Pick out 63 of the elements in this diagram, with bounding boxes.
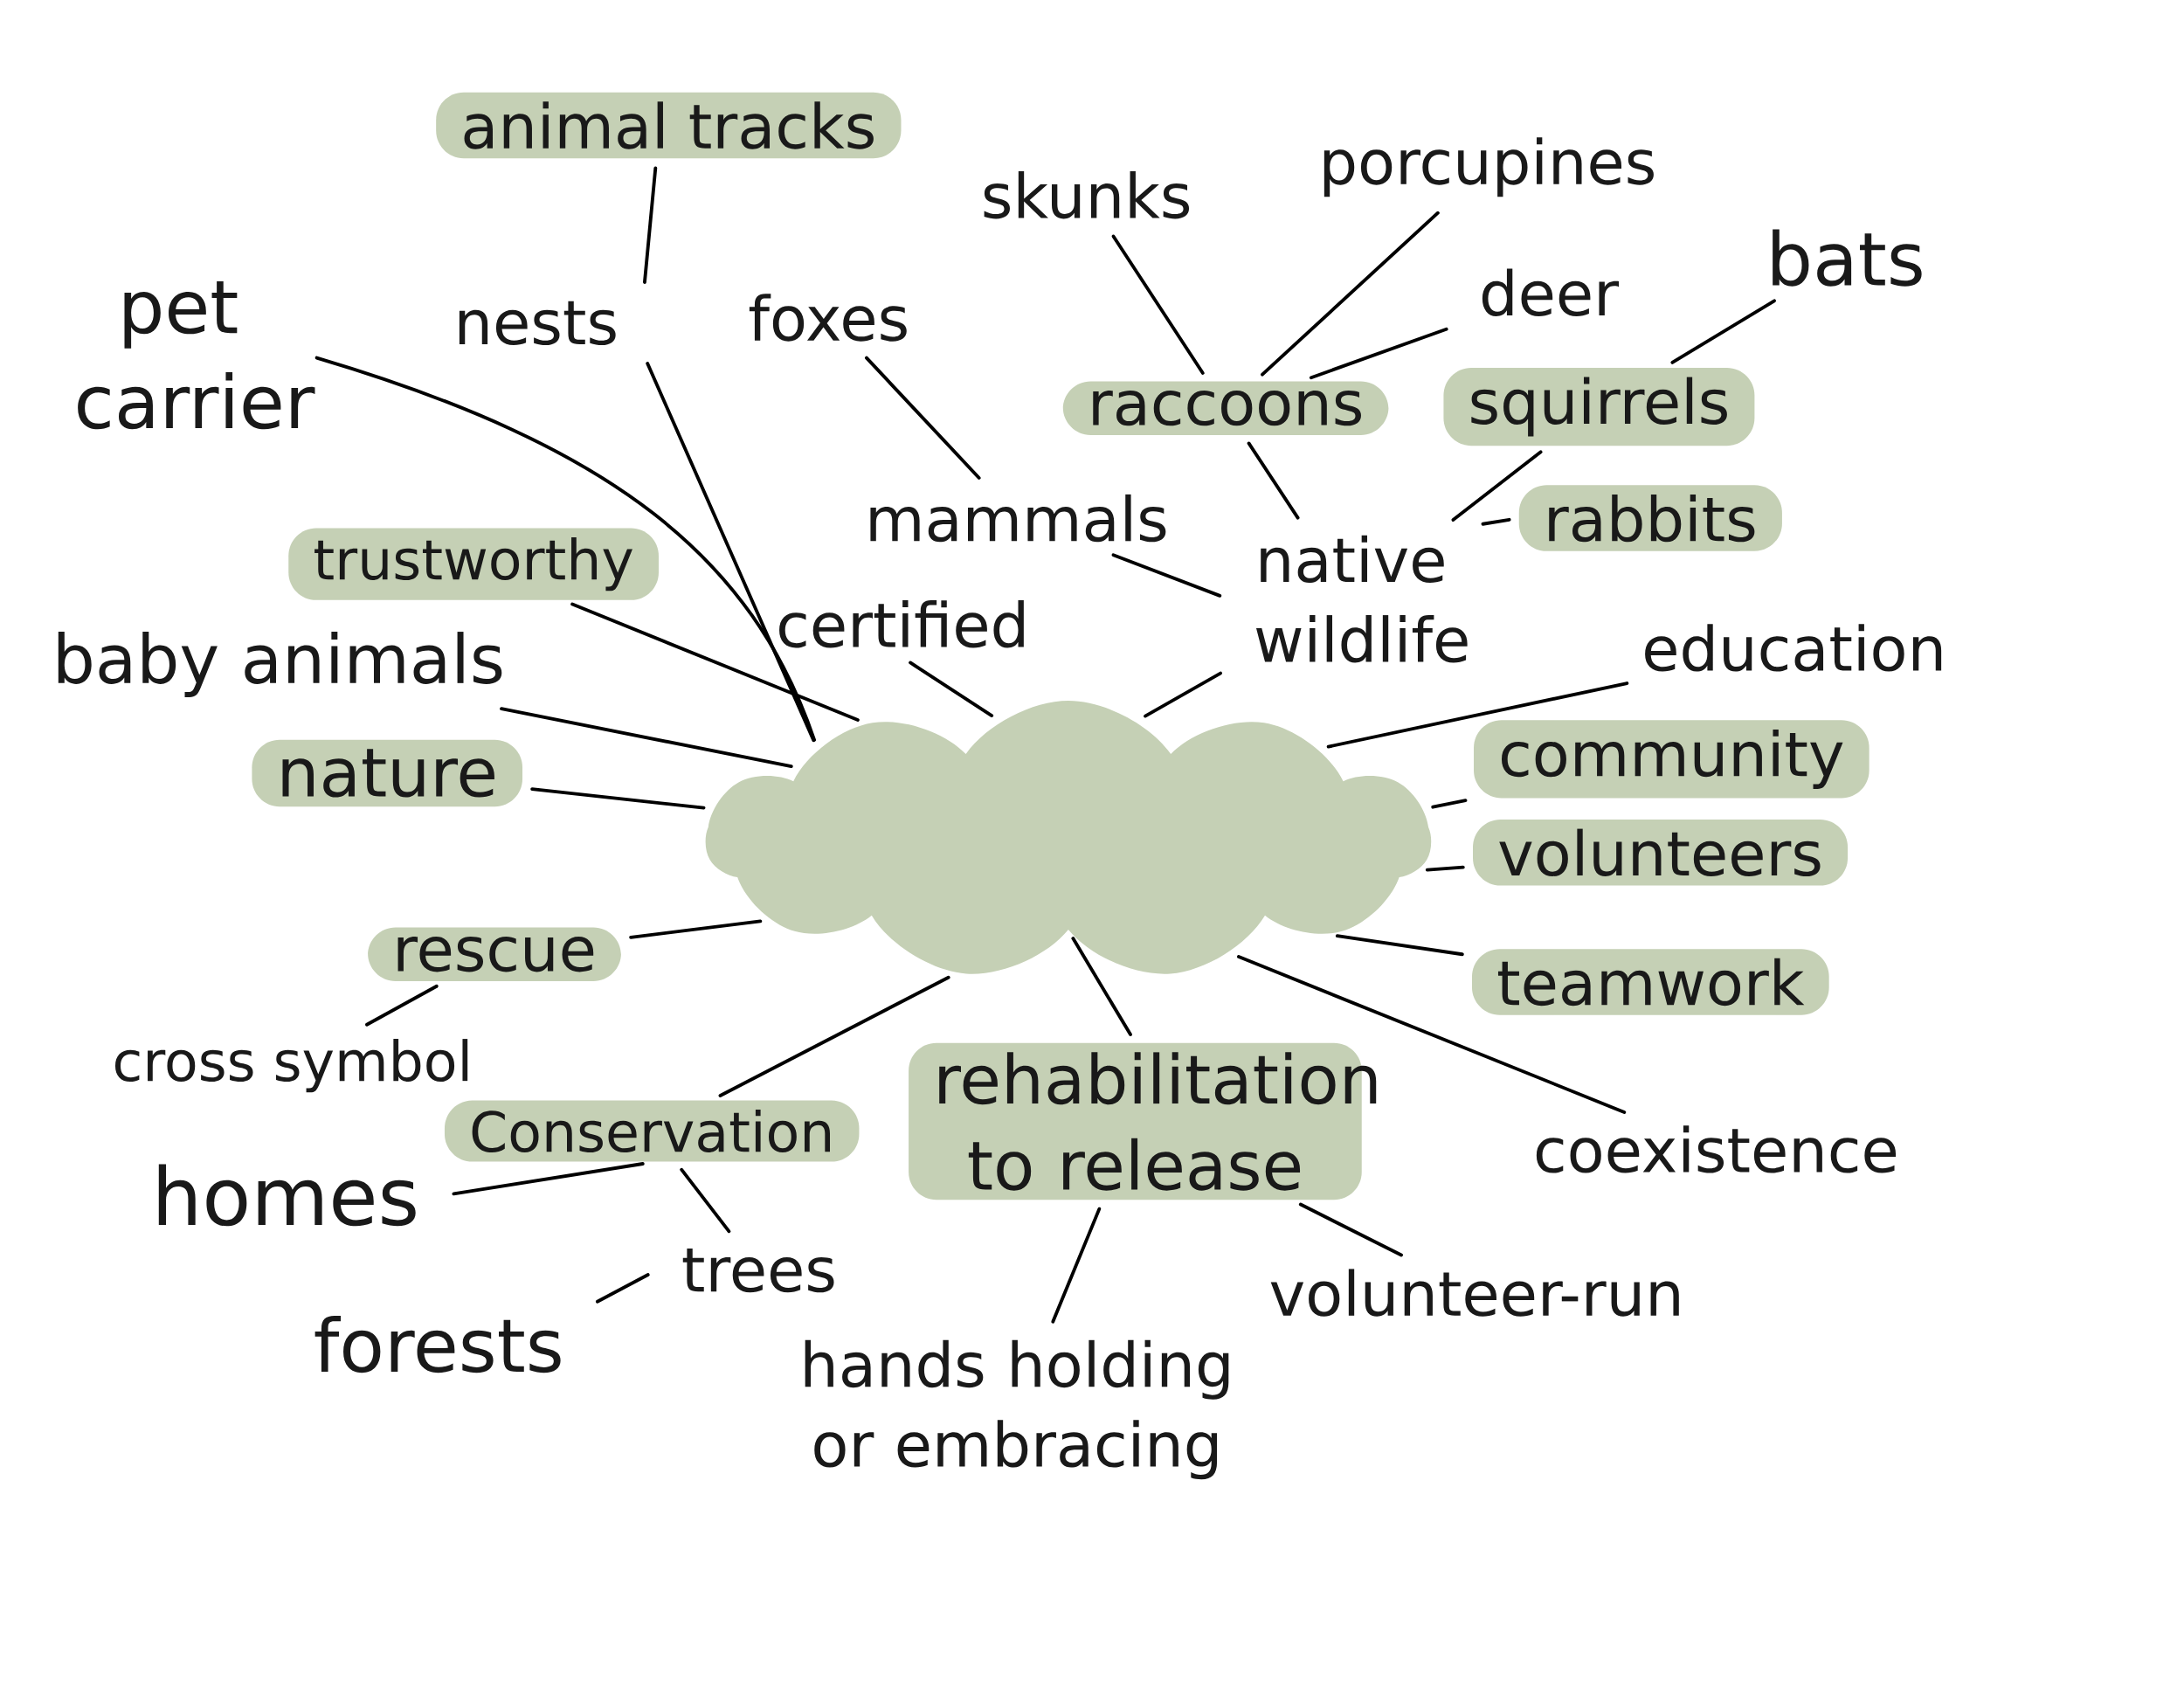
connector-line xyxy=(1481,517,1511,526)
connector-line xyxy=(646,361,816,742)
connector-line xyxy=(530,786,706,810)
word-label: foxes xyxy=(749,294,907,342)
word-label: skunks xyxy=(984,170,1190,219)
connector-line xyxy=(643,166,658,284)
connector-line xyxy=(680,1167,731,1234)
highlighted-word: teamwork xyxy=(1472,949,1829,1015)
word-label: coexistence xyxy=(1536,1125,1896,1173)
highlighted-word: nature xyxy=(252,739,522,806)
connector-line xyxy=(452,1161,645,1196)
highlighted-word: volunteers xyxy=(1473,819,1849,886)
highlighted-word: squirrels xyxy=(1443,367,1755,446)
connector-line xyxy=(718,975,950,1097)
connector-line xyxy=(1261,211,1440,377)
highlighted-word: animal tracks xyxy=(436,92,902,158)
highlighted-word: rabbits xyxy=(1518,485,1782,551)
highlighted-word: trustworthy xyxy=(288,528,659,600)
connector-line xyxy=(1144,671,1222,718)
word-label: nests xyxy=(459,301,616,345)
connector-line xyxy=(629,919,763,939)
connector-line xyxy=(314,356,817,742)
connector-line xyxy=(909,661,994,717)
word-label: education xyxy=(1645,624,1942,672)
word-label: deer xyxy=(1482,268,1619,316)
connector-line xyxy=(1335,934,1464,956)
word-label: certified xyxy=(779,599,1024,648)
word-label: pet carrier xyxy=(78,280,315,430)
connector-line xyxy=(1451,450,1543,522)
connector-line xyxy=(1326,681,1629,749)
word-label: forests xyxy=(314,1315,561,1373)
connector-line xyxy=(365,984,439,1027)
connector-line xyxy=(1111,234,1205,375)
connector-line xyxy=(1071,936,1132,1036)
highlighted-word: rescue xyxy=(368,927,621,981)
cloud-shape xyxy=(705,700,1432,974)
word-label: trees xyxy=(682,1248,834,1293)
word-label: volunteer-run xyxy=(1270,1269,1679,1317)
word-label: homes xyxy=(158,1164,416,1227)
word-label: porcupines xyxy=(1324,137,1654,197)
connector-line xyxy=(1425,865,1465,872)
word-label: cross symbol xyxy=(115,1038,468,1093)
highlighted-word: community xyxy=(1474,720,1870,799)
word-label: bats xyxy=(1773,229,1922,287)
highlighted-word: rehabilitation to release xyxy=(909,1042,1377,1200)
connector-line xyxy=(570,602,860,722)
connector-line xyxy=(1111,553,1222,598)
word-label: baby animals xyxy=(58,631,502,697)
connector-line xyxy=(865,356,981,480)
connector-line xyxy=(1670,299,1776,364)
highlighted-word: raccoons xyxy=(1062,381,1389,435)
connector-line xyxy=(500,707,793,768)
connector-line xyxy=(1431,799,1468,809)
highlighted-word: Conservation xyxy=(444,1100,860,1162)
word-label: native wildlife xyxy=(1256,535,1468,663)
word-label: mammals xyxy=(870,494,1166,543)
connector-line xyxy=(1309,327,1448,379)
connector-line xyxy=(1298,1202,1403,1257)
word-label: hands holding or embracing xyxy=(805,1339,1229,1479)
connector-line xyxy=(595,1272,650,1304)
connector-line xyxy=(1237,954,1627,1114)
connector-line xyxy=(1051,1207,1102,1324)
connector-line xyxy=(1247,441,1300,520)
